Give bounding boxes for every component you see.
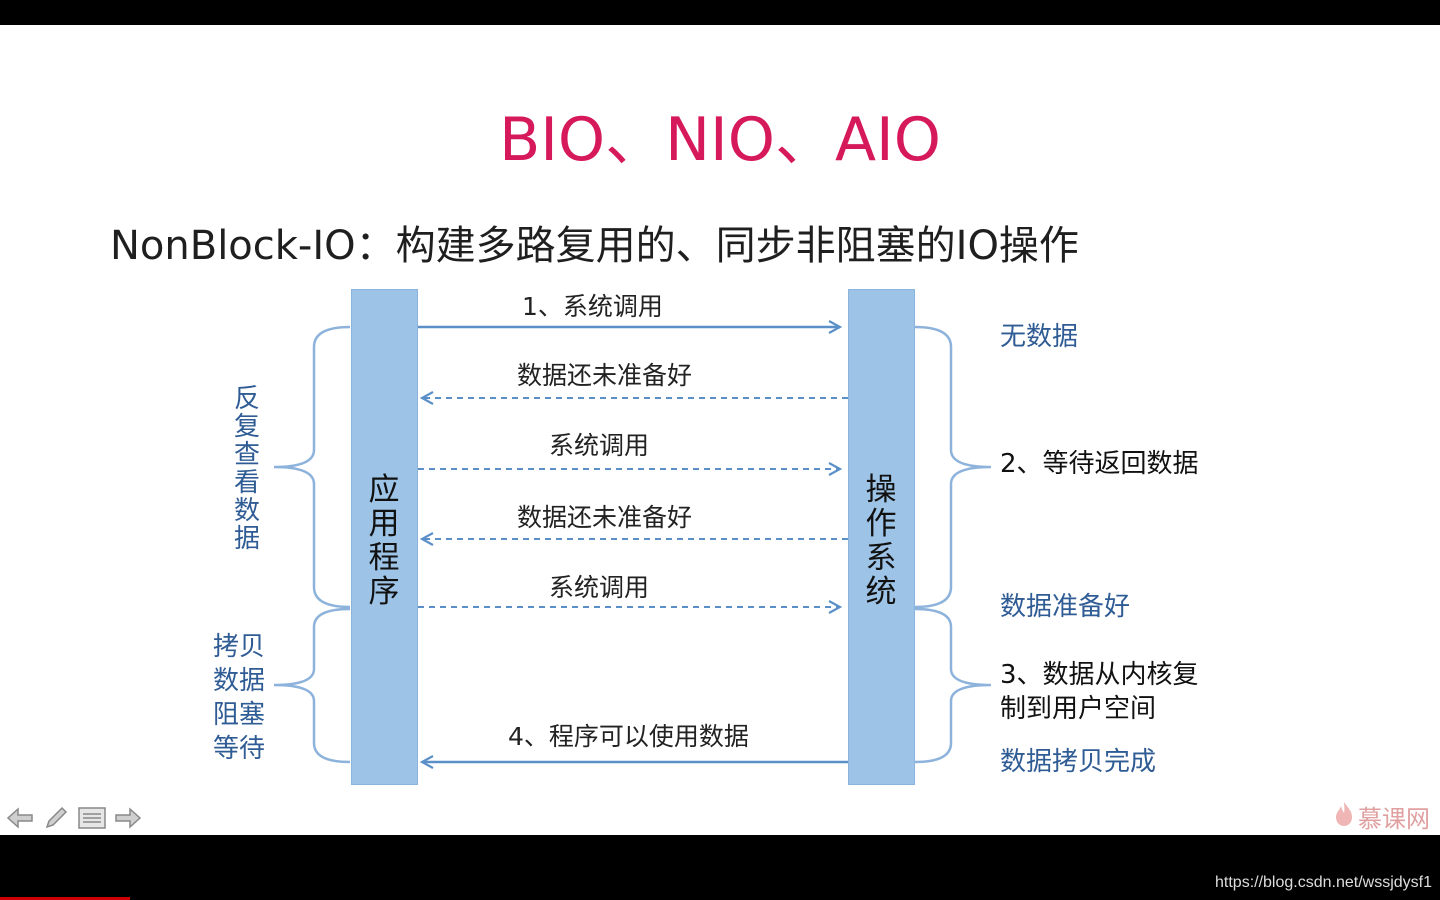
right-brace-copy (914, 607, 992, 764)
os-bar (848, 289, 915, 785)
copy-block-line-4: 等待 (213, 734, 266, 764)
message-label-1: 1、系统调用 (522, 292, 663, 321)
copy-block-line-1: 拷贝 (213, 632, 266, 662)
message-label-3: 系统调用 (549, 431, 650, 460)
kernel-copy-line-1: 3、数据从内核复 (1000, 660, 1199, 690)
kernel-copy-label: 3、数据从内核复 制到用户空间 (1000, 658, 1199, 726)
application-bar (351, 289, 418, 785)
progress-line (0, 897, 130, 900)
menu-icon[interactable] (76, 803, 108, 833)
copy-block-line-2: 数据 (213, 666, 266, 696)
slide-title: BIO、NIO、AIO (499, 105, 941, 175)
slide-subtitle: NonBlock-IO：构建多路复用的、同步非阻塞的IO操作 (110, 223, 1079, 269)
kernel-copy-line-2: 制到用户空间 (1000, 694, 1157, 724)
slide: BIO、NIO、AIO NonBlock-IO：构建多路复用的、同步非阻塞的IO… (0, 25, 1440, 835)
message-label-4: 数据还未准备好 (517, 503, 693, 532)
message-label-6: 4、程序可以使用数据 (508, 722, 749, 751)
arrow-left-icon[interactable] (4, 803, 36, 833)
no-data-label: 无数据 (1000, 322, 1079, 352)
os-bar-label: 操作系统 (865, 472, 897, 610)
arrow-right-icon[interactable] (112, 803, 144, 833)
copy-done-label: 数据拷贝完成 (1000, 747, 1157, 777)
application-bar-label: 应用程序 (368, 472, 400, 610)
logo-text: 慕课网 (1358, 805, 1430, 833)
slide-toolbar (4, 801, 144, 835)
source-url: https://blog.csdn.net/wssjdysf1 (1215, 874, 1432, 891)
imooc-logo: 慕课网 (1334, 799, 1430, 834)
right-brace-wait (914, 325, 992, 609)
message-label-5: 系统调用 (549, 573, 650, 602)
left-brace-copy (273, 607, 351, 764)
copy-block-label: 拷贝 数据 阻塞 等待 (213, 630, 265, 766)
message-label-2: 数据还未准备好 (517, 361, 693, 390)
poll-label: 反复查看数据 (233, 384, 260, 554)
wait-label: 2、等待返回数据 (1000, 449, 1199, 479)
left-brace-polling (273, 325, 351, 609)
copy-block-line-3: 阻塞 (213, 700, 266, 730)
pen-icon[interactable] (40, 803, 72, 833)
diagram-lines (273, 25, 992, 835)
data-ready-label: 数据准备好 (1000, 592, 1131, 622)
flame-icon (1334, 801, 1354, 833)
